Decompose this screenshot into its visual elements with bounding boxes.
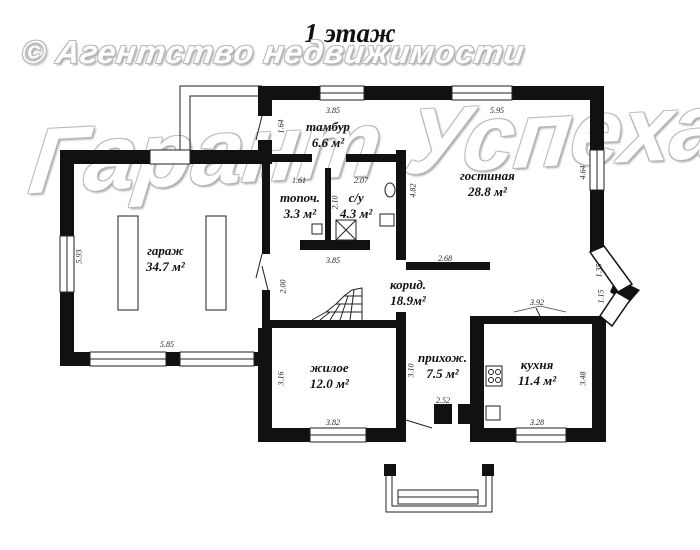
room-area: 4.3 м² [340, 206, 373, 221]
room-area: 7.5 м² [426, 366, 459, 381]
room-area: 12.0 м² [310, 376, 349, 391]
dim-korid-side: 2.00 [278, 279, 288, 294]
dim-su-side: 2.10 [330, 195, 340, 210]
room-area: 3.3 м² [283, 206, 317, 221]
room-tambur: тамбур 6.6 м² [306, 119, 350, 151]
wall-zhiloe-top [262, 320, 402, 328]
dim-zhiloe-side: 3.16 [276, 371, 286, 386]
boiler [311, 223, 323, 235]
dim-kitchen-bottom: 3.28 [530, 418, 544, 427]
room-area: 11.4 м² [518, 373, 557, 388]
dim-gost-right: 4.64 [578, 165, 588, 180]
room-name: гараж [147, 243, 184, 258]
fixtures [311, 182, 503, 421]
staircase [311, 287, 363, 321]
wall-garage-right-top [262, 158, 270, 254]
wall-kitchen-right [592, 316, 606, 442]
window-lines [66, 92, 598, 436]
bay-window [588, 245, 634, 328]
entry-pier-right [458, 404, 472, 424]
entrance-porch [385, 476, 493, 513]
dim-kitchen-top: 3.92 [530, 298, 544, 307]
doors [255, 115, 541, 429]
wall-zhiloe-right [396, 312, 406, 442]
car-left [117, 215, 139, 311]
stove [485, 365, 503, 387]
side-porch-outline [179, 85, 262, 152]
room-name: с/у [348, 190, 364, 205]
room-name: топоч. [280, 190, 320, 205]
dim-garage-bottom: 5.85 [160, 340, 174, 349]
room-prihozh: прихож. 7.5 м² [418, 350, 467, 382]
wall-kitchen-left [470, 316, 484, 442]
dim-entry-width: 2.52 [436, 396, 450, 405]
wall-kitchen-top [470, 316, 602, 324]
window-garage-top [149, 149, 191, 165]
dim-prihozh-side: 3.10 [406, 363, 416, 378]
walls [60, 86, 640, 476]
room-name: кухня [520, 357, 554, 372]
dim-bay-lower: 1.15 [596, 289, 606, 304]
room-garazh: гараж 34.7 м² [146, 243, 185, 275]
dim-tambur-side: 1.64 [276, 119, 286, 134]
porch-post-right [482, 464, 494, 476]
car-right [205, 215, 227, 311]
room-korid: корид. 18.9м² [390, 277, 426, 309]
counter [485, 405, 501, 421]
wall-tambur-bottom-2 [346, 154, 396, 162]
dim-gost-su-side: 4.82 [408, 183, 418, 198]
dim-garage-side: 5.93 [74, 249, 84, 264]
dimension-lines [261, 172, 567, 313]
wall-tambur-bottom-1 [272, 154, 312, 162]
sink [379, 213, 395, 227]
wall-zhiloe-left [258, 328, 272, 442]
dim-gost-top: 5.95 [490, 106, 504, 115]
room-su: с/у 4.3 м² [340, 190, 372, 222]
entry-pier-left [434, 404, 452, 424]
room-name: корид. [390, 277, 427, 292]
room-name: жилое [310, 360, 349, 375]
room-topoch: топоч. 3.3 м² [280, 190, 320, 222]
dim-kitchen-side: 3.48 [578, 371, 588, 386]
dim-korid-top: 3.85 [326, 256, 340, 265]
wall-su-gost [396, 150, 406, 260]
room-area: 28.8 м² [468, 184, 507, 199]
dim-gost-bottom: 2.68 [438, 254, 452, 263]
wall-wc-bottom [300, 240, 370, 250]
dim-bay-upper: 1.35 [594, 263, 604, 278]
dim-su-top: 2.07 [354, 176, 368, 185]
room-zhiloe: жилое 12.0 м² [310, 360, 349, 392]
room-name: прихож. [418, 350, 467, 365]
wall-gost-bottom [406, 262, 490, 270]
room-kuhnya: кухня 11.4 м² [518, 357, 556, 389]
room-area: 18.9м² [390, 293, 426, 308]
porch-post-left [384, 464, 396, 476]
wall-topoch-su [325, 168, 331, 242]
room-area: 6.6 м² [311, 135, 345, 150]
plan-title: 1 этаж [304, 18, 396, 48]
room-name: гостиная [460, 168, 515, 183]
room-gostinaya: гостиная 28.8 м² [460, 168, 515, 200]
dim-topoch-top: 1.61 [292, 176, 306, 185]
dim-zhiloe-bottom: 3.82 [326, 418, 340, 427]
wall-tambur-left [258, 86, 272, 116]
toilet [384, 182, 396, 198]
wall-top [258, 86, 604, 100]
room-name: тамбур [306, 119, 350, 134]
room-area: 34.7 м² [146, 259, 185, 274]
dim-tambur-top: 3.85 [326, 106, 340, 115]
garage-cars [117, 215, 227, 311]
